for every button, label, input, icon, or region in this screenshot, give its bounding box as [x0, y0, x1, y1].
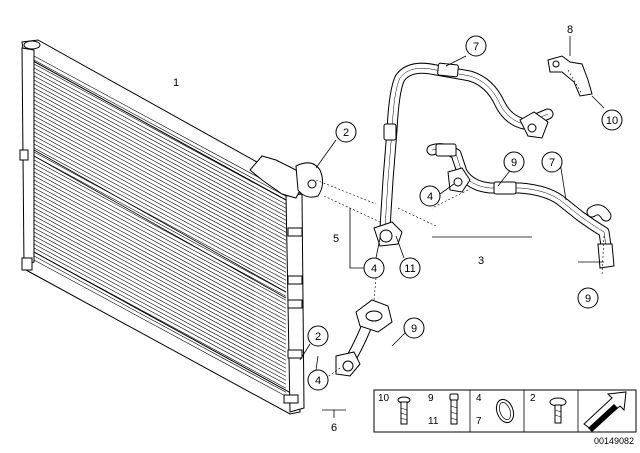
diagram-id: 00149082	[594, 436, 634, 446]
condenser-fin	[33, 167, 287, 305]
condenser-fin	[33, 183, 287, 321]
callout-4-lower: 4	[315, 375, 321, 387]
callout-7-right: 7	[549, 157, 555, 169]
bolt-9-11-icon	[449, 393, 459, 425]
condenser-fin	[33, 91, 287, 229]
condenser-fin	[33, 159, 287, 297]
direction-arrow-icon	[583, 391, 627, 432]
callout-10: 10	[606, 115, 618, 127]
condenser-fin	[33, 147, 287, 285]
condenser-fin	[33, 123, 287, 261]
legend-num-9: 9	[428, 393, 434, 404]
ac-hose-right	[426, 143, 615, 269]
o-ring-icon	[495, 398, 515, 424]
condenser-fin	[33, 255, 287, 393]
condenser-fin	[33, 151, 287, 289]
condenser-fin	[33, 219, 287, 357]
condenser-fin	[33, 111, 287, 249]
condenser-fin	[33, 171, 287, 309]
condenser-fin	[33, 107, 287, 245]
condenser-fin	[33, 179, 287, 317]
callout-8: 8	[567, 24, 573, 36]
condenser-fin	[33, 207, 287, 345]
condenser-fin	[33, 143, 287, 281]
condenser-fin	[33, 115, 287, 253]
condenser-fin	[33, 87, 287, 225]
callout-9-lower: 9	[411, 323, 417, 335]
condenser-fin	[33, 131, 287, 269]
condenser-fin	[33, 227, 287, 365]
bracket-part-8	[547, 55, 593, 97]
callout-9-upper: 9	[511, 157, 517, 169]
legend-num-7: 7	[476, 416, 482, 427]
condenser-fin	[33, 187, 287, 325]
bolt-10-icon	[397, 396, 411, 425]
condenser-fin	[33, 259, 287, 397]
legend-num-10: 10	[378, 393, 390, 404]
condenser-radiator	[19, 39, 324, 415]
legend-num-4: 4	[476, 393, 482, 404]
condenser-fin	[33, 127, 287, 265]
condenser-fin	[33, 63, 287, 201]
condenser-fin	[33, 235, 287, 373]
condenser-fin	[33, 99, 287, 237]
dashed-lines	[315, 69, 605, 379]
condenser-fin	[33, 55, 287, 193]
condenser-fin	[33, 211, 287, 349]
ac-hose-center	[373, 62, 554, 247]
callout-11: 11	[404, 263, 415, 275]
condenser-fin	[33, 119, 287, 257]
condenser-fin	[33, 175, 287, 313]
condenser-fin	[33, 163, 287, 301]
screw-2-icon	[549, 397, 567, 424]
condenser-fin	[33, 243, 287, 381]
condenser-fin	[33, 59, 287, 197]
callout-9-right: 9	[585, 293, 591, 305]
ac-fitting-lower	[335, 299, 393, 377]
callout-4-upper: 4	[427, 191, 433, 203]
hardware-legend: 10 9 11 4 7 2	[373, 389, 637, 433]
condenser-fin	[33, 215, 287, 353]
condenser-fin	[33, 79, 287, 217]
legend-num-2: 2	[530, 393, 536, 404]
condenser-fin	[33, 75, 287, 213]
condenser-fin	[33, 223, 287, 361]
callout-7-upper: 7	[473, 41, 479, 53]
callout-4-middle: 4	[371, 263, 377, 275]
callout-5: 5	[333, 233, 339, 245]
condenser-fin	[33, 71, 287, 209]
condenser-fin	[33, 199, 287, 337]
condenser-fin	[33, 155, 287, 293]
condenser-fin	[33, 231, 287, 369]
condenser-fin	[33, 139, 287, 277]
condenser-fin	[33, 191, 287, 329]
condenser-fin	[33, 251, 287, 389]
condenser-fin	[33, 195, 287, 333]
callout-1: 1	[173, 77, 179, 89]
callout-6: 6	[331, 422, 337, 434]
callout-3: 3	[478, 255, 484, 267]
condenser-fin	[33, 247, 287, 385]
condenser-fin	[33, 95, 287, 233]
condenser-fin	[33, 239, 287, 377]
condenser-fin	[33, 83, 287, 221]
condenser-fin	[33, 135, 287, 273]
callouts	[307, 35, 623, 391]
condenser-fin	[33, 203, 287, 341]
callout-2-upper: 2	[343, 127, 349, 139]
callout-2-lower: 2	[315, 331, 321, 343]
condenser-fin	[33, 67, 287, 205]
legend-num-11: 11	[428, 416, 439, 427]
condenser-fin	[33, 103, 287, 241]
